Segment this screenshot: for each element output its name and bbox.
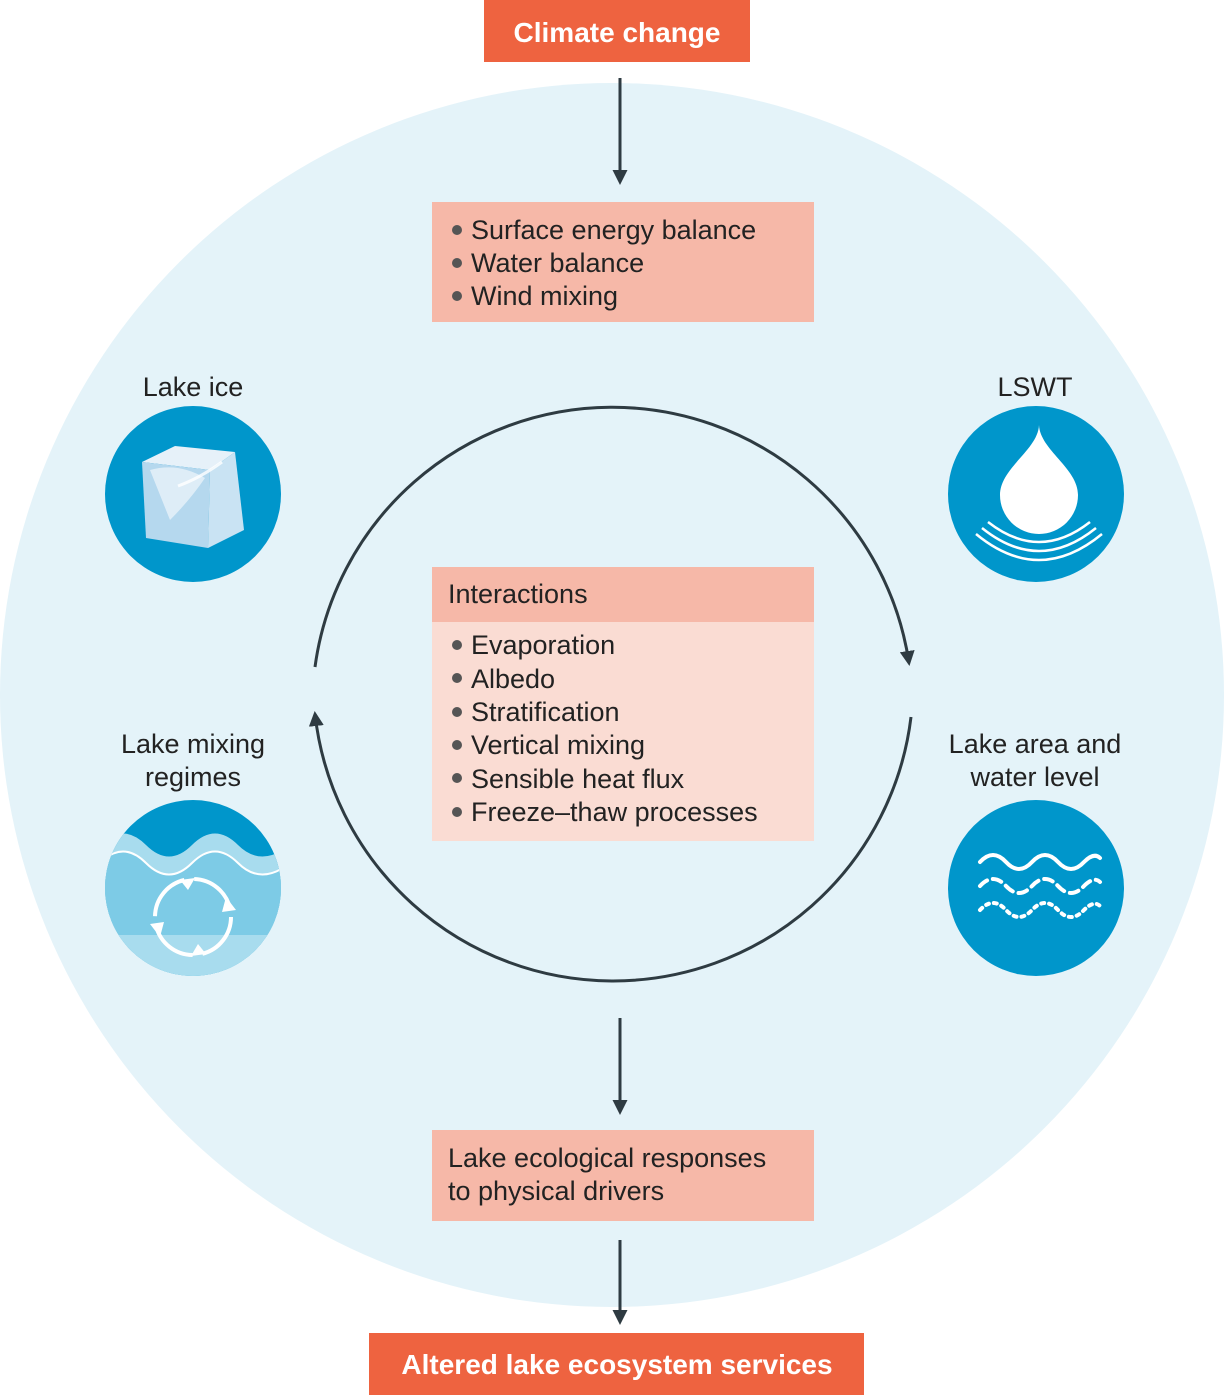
responses-box: Lake ecological responses to physical dr…: [432, 1130, 814, 1221]
climate-change-box: Climate change: [484, 0, 750, 62]
interaction-item: Evaporation: [471, 630, 615, 660]
cycle-loop: [308, 405, 915, 983]
climate-change-label: Climate change: [514, 17, 721, 48]
interactions-box: Interactions Evaporation Albedo Stratifi…: [432, 567, 814, 841]
area-label-line1: Lake area and: [949, 729, 1122, 759]
driver-item: Surface energy balance: [471, 215, 756, 245]
driver-item: Water balance: [471, 248, 644, 278]
mixing-node: Lake mixing regimes: [105, 729, 281, 976]
lake-ice-node: Lake ice: [105, 372, 281, 582]
area-label-line2: water level: [969, 762, 1099, 792]
water-waves-icon: [978, 853, 1102, 919]
mixing-cycle-icon: [105, 800, 281, 976]
mixing-label-line1: Lake mixing: [121, 729, 265, 759]
area-node: Lake area and water level: [948, 729, 1124, 976]
interactions-title: Interactions: [448, 579, 588, 609]
lswt-label: LSWT: [997, 372, 1072, 402]
interaction-item: Freeze–thaw processes: [471, 797, 758, 827]
mixing-label-line2: regimes: [145, 762, 241, 792]
ecosystem-services-box: Altered lake ecosystem services: [369, 1333, 864, 1395]
ecosystem-services-label: Altered lake ecosystem services: [401, 1349, 832, 1380]
driver-item: Wind mixing: [471, 281, 618, 311]
interaction-item: Albedo: [471, 664, 555, 694]
responses-line1: Lake ecological responses: [448, 1143, 766, 1173]
interaction-item: Sensible heat flux: [471, 764, 685, 794]
ice-cube-icon: [142, 446, 244, 548]
responses-line2: to physical drivers: [448, 1176, 664, 1206]
lswt-node: LSWT: [948, 372, 1124, 582]
lake-ice-label: Lake ice: [143, 372, 244, 402]
interaction-item: Stratification: [471, 697, 620, 727]
water-drop-icon: [975, 425, 1103, 562]
interaction-item: Vertical mixing: [471, 730, 645, 760]
drivers-box: Surface energy balance Water balance Win…: [432, 202, 814, 322]
